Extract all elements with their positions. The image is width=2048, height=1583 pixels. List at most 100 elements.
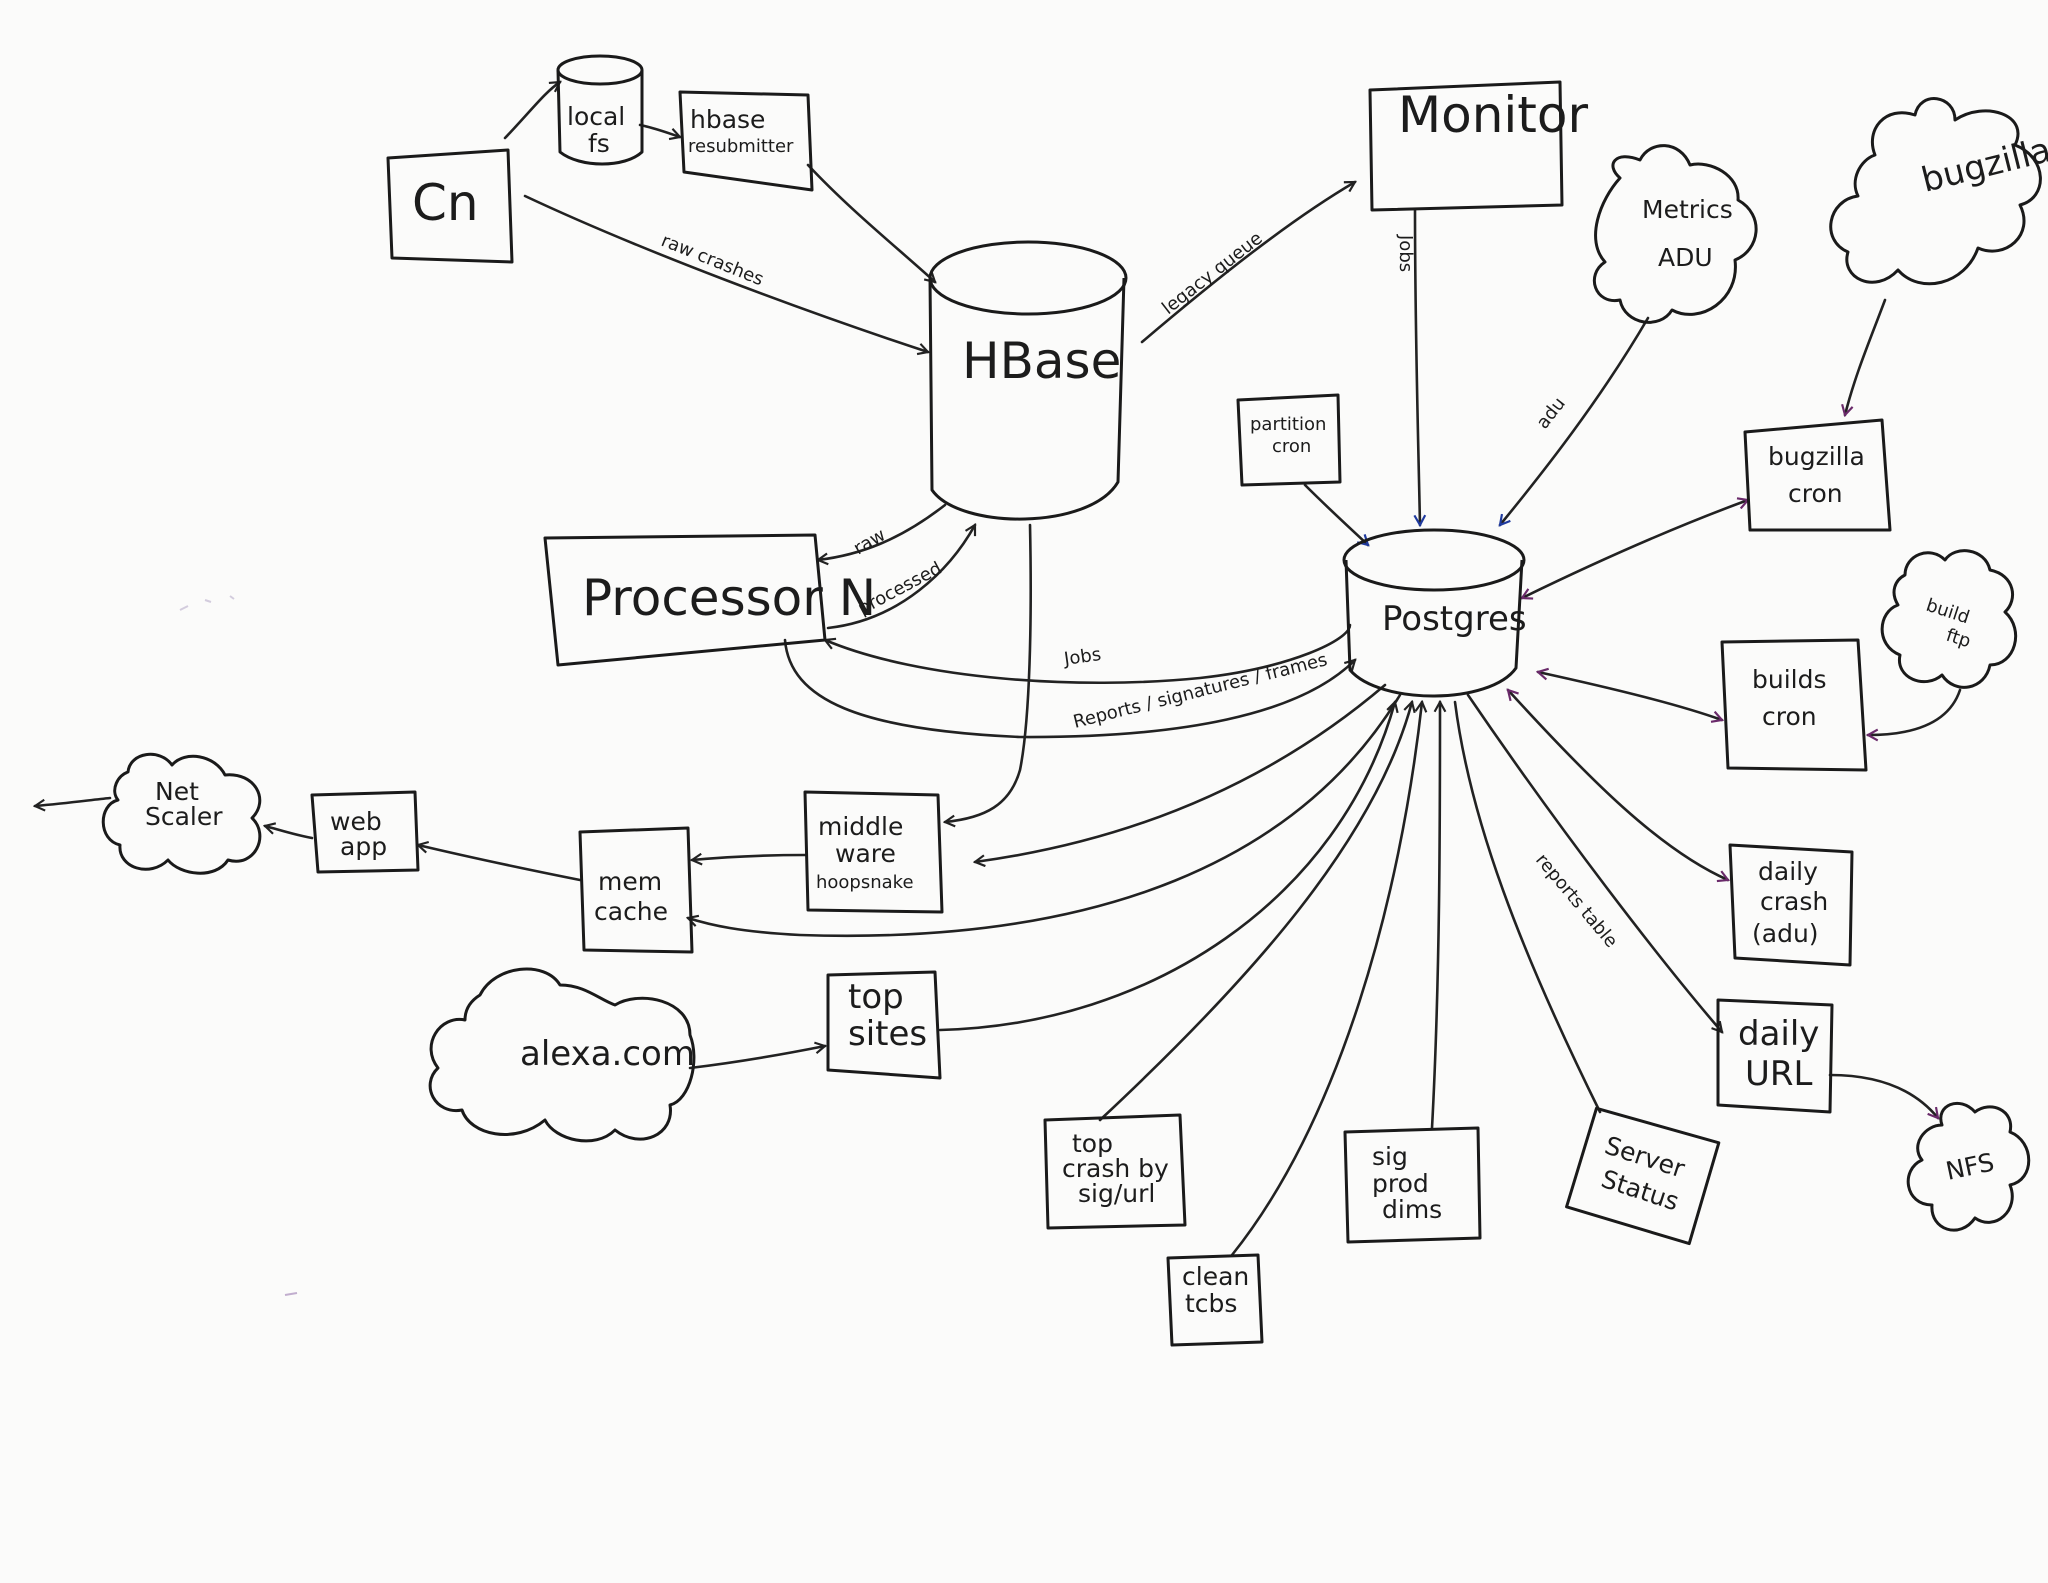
edge-serverstatus-postgres <box>1453 700 1602 1114</box>
edge-buildftp-buildscron <box>1868 688 1962 735</box>
edge-processor-postgres-reports <box>783 638 1355 739</box>
node-metrics-adu: Metrics ADU <box>1592 144 1758 324</box>
node-daily-url-line2: URL <box>1745 1054 1813 1094</box>
edge-hbase-processor-raw <box>818 503 947 560</box>
node-metrics-line1: Metrics <box>1642 195 1733 224</box>
edge-postgres-middleware <box>975 683 1387 862</box>
node-top-sites-line2: sites <box>848 1014 927 1054</box>
node-daily-crash-line1: daily <box>1758 857 1818 886</box>
node-server-status: Server Status <box>1565 1106 1721 1246</box>
node-bugzilla-cron-line2: cron <box>1788 479 1843 508</box>
node-postgres-label: Postgres <box>1382 599 1527 639</box>
node-net-scaler-line1: Net <box>155 777 199 806</box>
node-memcache-line2: cache <box>594 897 668 926</box>
node-web-app-line1: web <box>330 807 382 836</box>
edges <box>35 80 1962 1257</box>
node-clean-tcbs: clean tcbs <box>1166 1253 1264 1347</box>
node-middleware: middle ware hoopsnake <box>803 790 944 914</box>
edge-postgres-dailycrash <box>1508 690 1728 880</box>
node-clean-tcbs-line1: clean <box>1182 1262 1249 1291</box>
node-build-ftp-line1: build <box>1923 595 1972 629</box>
edge-alexa-topsites <box>688 1046 825 1070</box>
node-top-sites-line1: top <box>848 977 904 1017</box>
edge-partition-postgres <box>1303 483 1368 545</box>
node-monitor-label: Monitor <box>1398 86 1589 144</box>
node-cn: Cn <box>386 148 514 264</box>
node-sig-prod-dims-line2: prod <box>1372 1169 1429 1198</box>
edge-cn-localfs <box>503 80 560 140</box>
node-build-ftp: build ftp <box>1880 549 2018 689</box>
node-top-crash-line1: top <box>1072 1129 1113 1158</box>
edge-cn-hbase <box>523 194 928 352</box>
label-raw: raw <box>850 525 889 560</box>
edge-sigprod-postgres <box>1430 702 1440 1130</box>
edge-hbase-monitor <box>1140 180 1355 344</box>
node-sig-prod-dims: sig prod dims <box>1343 1126 1482 1244</box>
edge-topcrash-postgres <box>1098 702 1412 1122</box>
node-local-fs-line1: local <box>567 102 625 131</box>
node-daily-url: daily URL <box>1716 998 1834 1114</box>
node-bugzilla-cron-line1: bugzilla <box>1768 442 1865 471</box>
node-web-app: web app <box>310 790 420 874</box>
node-partition-line2: cron <box>1272 436 1311 457</box>
node-resubmitter-line1: hbase <box>690 105 765 134</box>
edge-memcache-webapp <box>418 845 582 882</box>
node-partition-cron: partition cron <box>1236 393 1342 487</box>
label-jobs: Jobs <box>1062 644 1103 670</box>
edge-monitor-postgres <box>1415 208 1420 525</box>
node-processor: Processor N <box>543 533 876 667</box>
node-top-crash-line3: sig/url <box>1078 1179 1155 1208</box>
edge-postgres-buildscron <box>1538 672 1722 720</box>
edge-netscaler-out <box>35 796 112 806</box>
node-daily-crash-line3: (adu) <box>1752 919 1819 948</box>
label-jobs-monitor: Jobs <box>1395 234 1416 272</box>
node-metrics-line2: ADU <box>1658 243 1713 272</box>
node-builds-cron-line2: cron <box>1762 702 1817 731</box>
node-local-fs: local fs <box>556 54 644 166</box>
node-hbase-resubmitter: hbase resubmitter <box>678 90 814 192</box>
node-top-crash-line2: crash by <box>1062 1154 1169 1183</box>
node-hbase-label: HBase <box>962 332 1121 390</box>
node-top-sites: top sites <box>826 970 942 1080</box>
node-nfs: NFS <box>1906 1101 2031 1232</box>
edge-processor-hbase-processed <box>826 525 977 630</box>
node-hbase: HBase <box>928 240 1128 521</box>
edge-resubmitter-hbase <box>806 163 935 282</box>
node-sig-prod-dims-line3: dims <box>1382 1195 1442 1224</box>
edge-middleware-memcache <box>692 855 807 860</box>
edge-bugzilla-bugzillacron <box>1845 298 1887 415</box>
node-monitor: Monitor <box>1368 80 1589 212</box>
node-daily-crash: daily crash (adu) <box>1728 843 1854 967</box>
edge-cleantcbs-postgres <box>1230 702 1422 1257</box>
node-bugzilla-label: bugzilla <box>1918 130 2048 201</box>
label-reports: Reports / signatures / frames <box>1071 649 1329 733</box>
node-processor-label: Processor N <box>582 569 876 627</box>
node-web-app-line2: app <box>340 832 387 861</box>
node-memcache-line1: mem <box>598 867 662 896</box>
node-cn-label: Cn <box>412 174 479 232</box>
node-bugzilla-cron: bugzilla cron <box>1743 418 1892 532</box>
node-memcache: mem cache <box>578 826 694 954</box>
label-reports-table: reports table <box>1531 850 1621 952</box>
node-builds-cron: builds cron <box>1720 638 1868 772</box>
node-middleware-line2: ware <box>835 839 896 868</box>
edge-postgres-memcache <box>688 693 1402 938</box>
node-daily-crash-line2: crash <box>1760 887 1828 916</box>
edge-localfs-resubmitter <box>638 123 680 137</box>
label-legacy-queue: legacy queue <box>1158 228 1266 319</box>
node-nfs-label: NFS <box>1943 1147 1996 1185</box>
label-adu: adu <box>1532 393 1569 433</box>
edge-webapp-netscaler <box>265 826 314 840</box>
node-postgres: Postgres <box>1342 528 1527 698</box>
node-net-scaler: Net Scaler <box>101 752 262 875</box>
node-clean-tcbs-line2: tcbs <box>1185 1289 1237 1318</box>
edge-processor-postgres-jobs <box>825 623 1352 685</box>
node-partition-line1: partition <box>1250 414 1326 435</box>
node-middleware-line3: hoopsnake <box>816 872 914 893</box>
edge-postgres-dailyurl <box>1466 693 1722 1032</box>
node-daily-url-line1: daily <box>1738 1014 1819 1054</box>
edge-hbase-middleware <box>945 523 1032 822</box>
node-bugzilla: bugzilla <box>1829 97 2048 286</box>
